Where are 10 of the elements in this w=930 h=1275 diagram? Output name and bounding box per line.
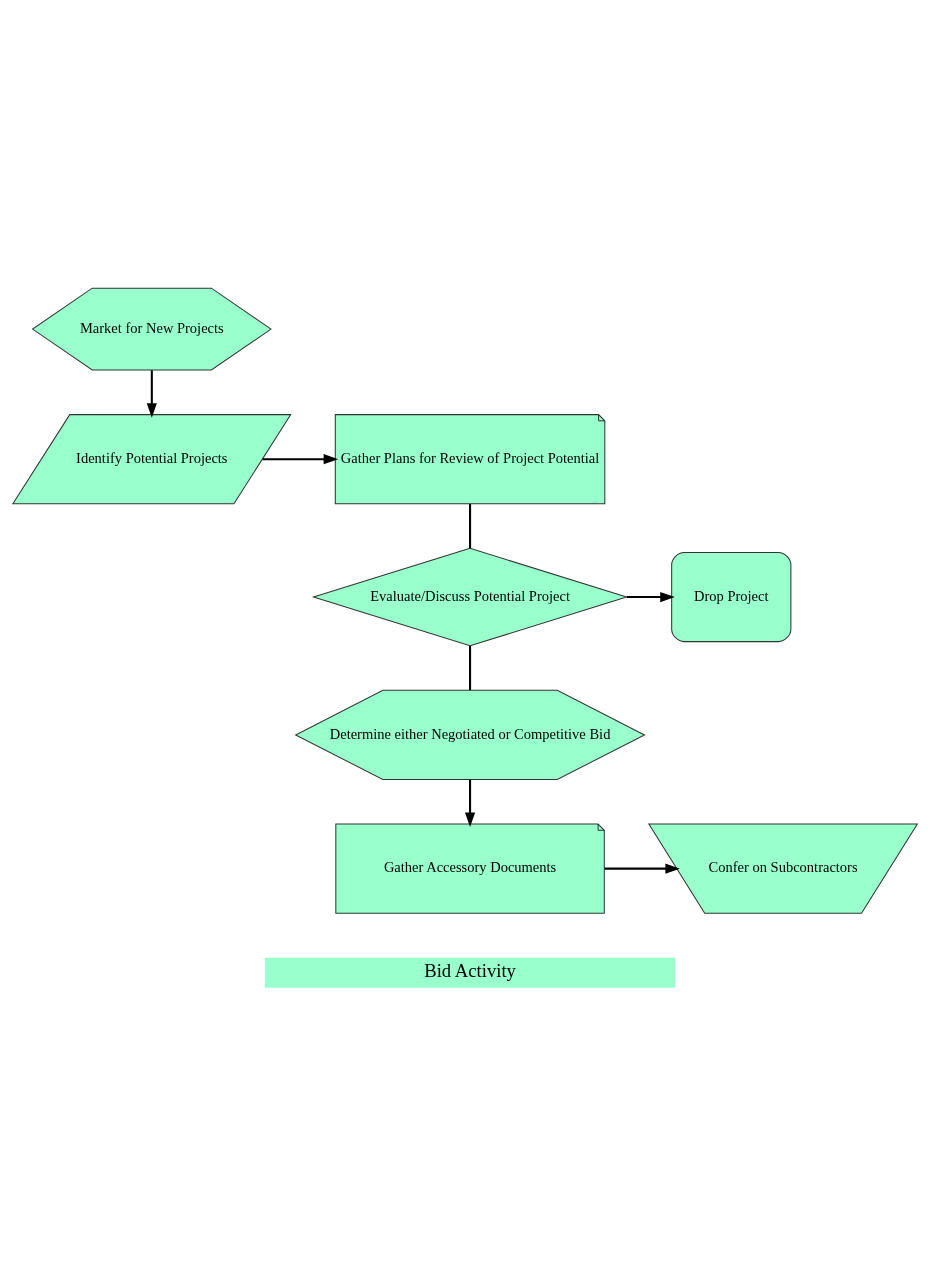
arrow (146, 369, 157, 418)
node-box: Drop Project (671, 551, 792, 642)
arrow (604, 863, 680, 874)
arrow (262, 453, 339, 464)
connector (469, 645, 472, 690)
connector (469, 503, 472, 548)
arrow (626, 591, 675, 602)
node-box: Bid Activity (264, 957, 676, 988)
node-diamond: Evaluate/Discuss Potential Project (311, 547, 629, 646)
arrow (464, 779, 476, 827)
